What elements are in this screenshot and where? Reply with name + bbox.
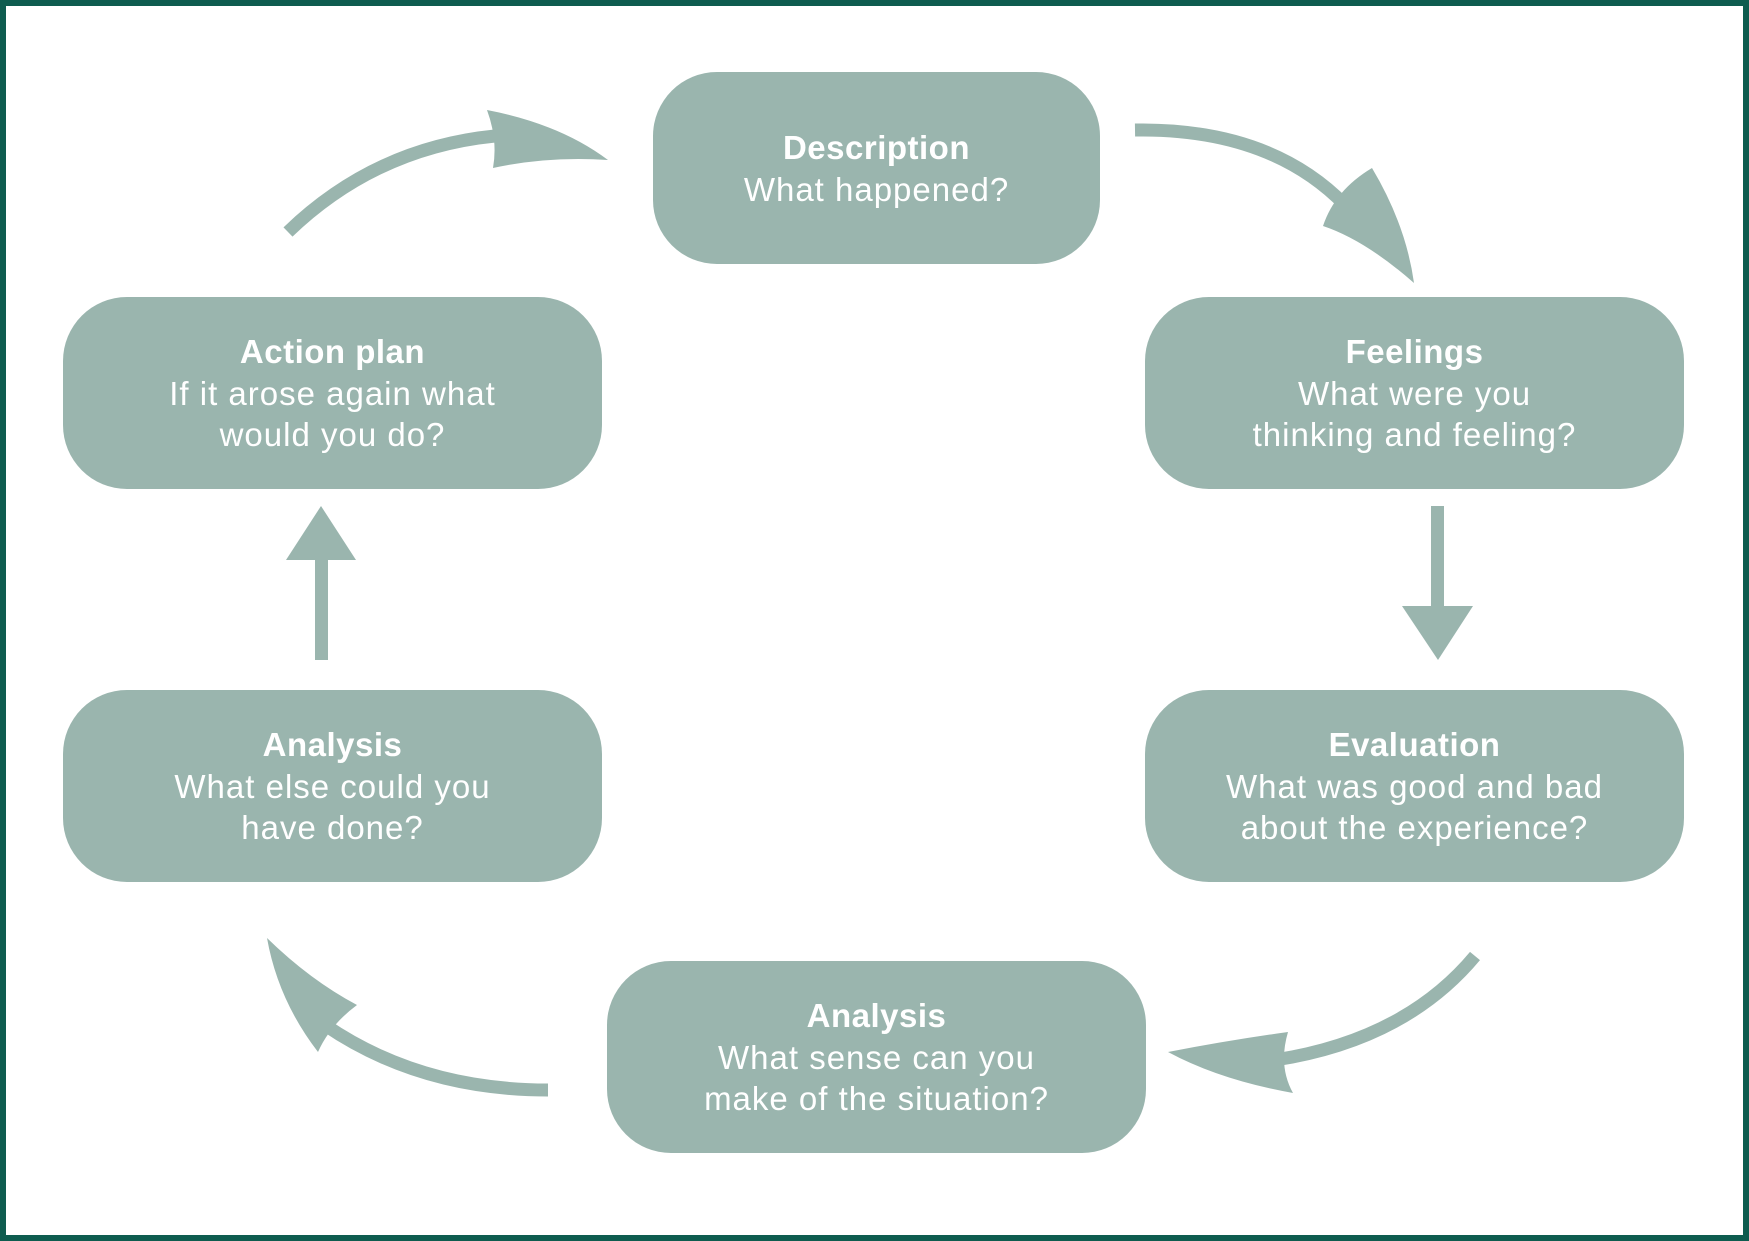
stage-title: Description	[782, 128, 971, 166]
stage-question: What sense can you make of the situation…	[704, 1039, 1049, 1117]
stage-question: What else could you have done?	[174, 768, 491, 846]
stage-action-plan: Action plan If it arose again what would…	[63, 297, 602, 489]
stage-question: If it arose again what would you do?	[169, 375, 496, 453]
stage-analysis-sense: Analysis What sense can you make of the …	[607, 961, 1146, 1153]
stage-title: Evaluation	[1328, 726, 1501, 763]
stage-title: Feelings	[1345, 333, 1484, 370]
arrow-analysis-sense-to-analysis-else	[267, 938, 549, 1097]
stage-feelings: Feelings What were you thinking and feel…	[1145, 297, 1684, 489]
stage-question: What was good and bad about the experien…	[1226, 768, 1603, 846]
arrow-feelings-to-evaluation	[1402, 506, 1473, 660]
arrow-evaluation-to-analysis-sense	[1168, 951, 1480, 1093]
stage-analysis-else: Analysis What else could you have done?	[63, 690, 602, 882]
stage-evaluation: Evaluation What was good and bad about t…	[1145, 690, 1684, 882]
arrow-analysis-else-to-action-plan	[286, 506, 356, 660]
stage-question: What happened?	[743, 170, 1010, 208]
stage-title: Analysis	[262, 726, 403, 763]
arrow-action-plan-to-description	[283, 110, 608, 237]
stage-title: Action plan	[239, 333, 426, 370]
stage-description: Description What happened?	[653, 72, 1100, 264]
stage-title: Analysis	[806, 997, 947, 1034]
arrow-description-to-feelings	[1134, 123, 1414, 283]
stage-question: What were you thinking and feeling?	[1252, 375, 1577, 453]
